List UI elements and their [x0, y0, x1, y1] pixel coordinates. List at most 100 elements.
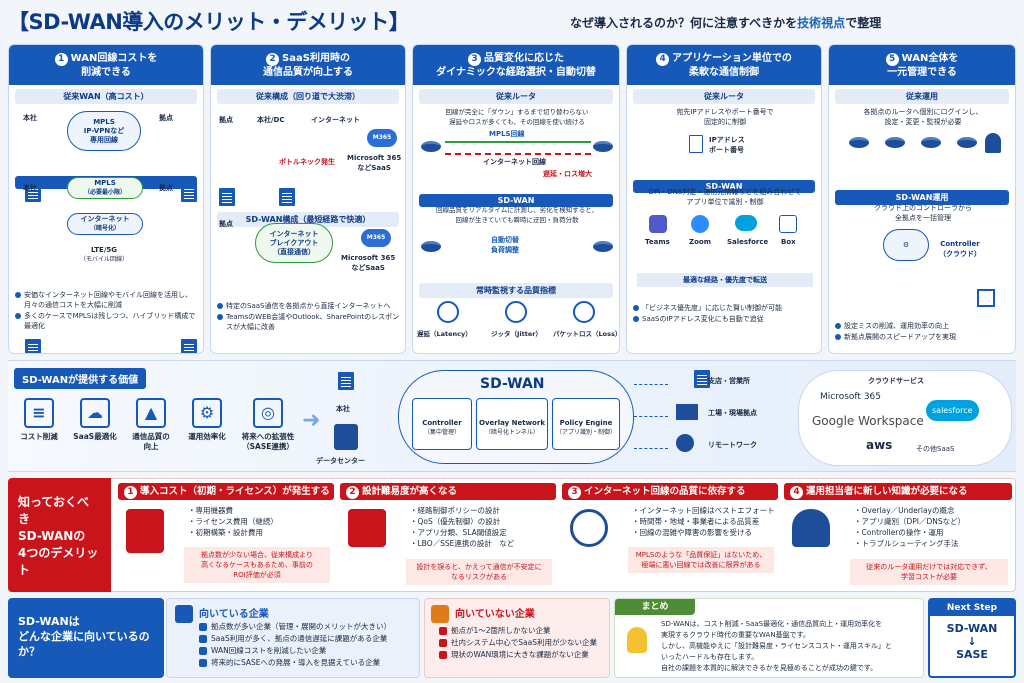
policy-box: Policy Engine（アプリ識別・制御）: [552, 398, 620, 450]
overlay-box: Overlay Network（暗号化トンネル）: [476, 398, 548, 450]
merit-1-bullets: 安価なインターネット回線やモバイル回線を活用し、月々の通信コストを大幅に削減多く…: [15, 290, 199, 332]
router-icon-left: [421, 141, 441, 152]
box-icon: [779, 215, 797, 233]
merit-1-title-line2: 削減できる: [81, 66, 131, 78]
merit-1-number: 1: [54, 52, 68, 66]
value-quality: ▲通信品質の 向上: [124, 398, 178, 452]
router-icon-d: [957, 137, 977, 148]
merit-2-section-sdwan: SD-WAN構成（最短経路で快適）: [217, 212, 399, 227]
m365-icon: M365: [367, 129, 397, 147]
router-icon-a: [849, 137, 869, 148]
m365-label: Microsoft 365 などSaaS: [347, 154, 402, 172]
demerit-2-title: 設計難易度が高くなる: [362, 486, 458, 497]
summary-text: SD-WANは、コスト削減・SaaS最適化・通信品質向上・運用効率化を 実現する…: [661, 620, 892, 672]
demerit-3-item-1: ・インターネット回線はベストエフォート: [632, 506, 775, 515]
mpls-min-sub: （必要最小限）: [83, 189, 126, 196]
merit-3-section-sdwan: SD-WAN: [419, 194, 613, 207]
demerit-3-list: ・インターネット回線はベストエフォート・時間帯・地域・事業者による品質差・回線の…: [632, 505, 775, 538]
router-icon-left-2: [421, 241, 441, 252]
sdwan-cloud-title: SD-WAN: [480, 376, 545, 392]
value-cost-label: コスト削減: [20, 432, 58, 441]
bad-fit-item-2: 社内システム中心でSaaS利用が少ない企業: [439, 637, 597, 649]
good-fit-item-2: SaaS利用が多く、拠点の通信遅延に課題がある企業: [199, 633, 391, 645]
teams-icon: [649, 215, 667, 233]
metric-jitter: ジッタ（Jitter）: [491, 330, 542, 338]
metric-latency: 遅延（Latency）: [417, 330, 472, 338]
remote-worker-icon: [676, 434, 694, 452]
sdwan-router-text: 回線品質をリアルタイムに計測し、劣化を検知すると、 回線が生きていても瞬時に迂回…: [435, 206, 599, 224]
merit-1-bullet-1: 安価なインターネット回線やモバイル回線を活用し、月々の通信コストを大幅に削減: [15, 290, 199, 310]
value-ops: ⚙運用効率化: [180, 398, 234, 442]
lightbulb-icon: [627, 627, 647, 653]
merit-3-number: 3: [468, 52, 481, 66]
internet-line-label: インターネット回線: [483, 158, 546, 166]
packet-loss-icon: [573, 301, 595, 323]
dc-label: 本社/DC: [257, 116, 285, 124]
merit-1-section-legacy: 従来WAN（高コスト）: [15, 89, 197, 104]
cost-calculator-icon: [126, 509, 164, 553]
merit-2-bullet-2: TeamsのWEB会議やOutlook、SharePointのレスポンスが大幅に…: [217, 312, 401, 332]
merit-1-bullet-2: 多くのケースでMPLSは残しつつ、ハイブリッド構成で最適化: [15, 311, 199, 331]
link-factory: [634, 416, 668, 417]
hq-building-icon: [25, 184, 41, 202]
merit-5-number: 5: [885, 52, 899, 66]
jitter-icon: [505, 301, 527, 323]
branch-label-2: 拠点: [159, 184, 173, 192]
demerit-3-item-2: ・時間帯・地域・事業者による品質差: [632, 517, 760, 526]
demerit-3-title: インターネット回線の品質に依存する: [584, 486, 746, 497]
thumbs-up-icon: [175, 605, 193, 623]
controller-box-sub: （集中管理）: [423, 429, 460, 436]
demerit-3-number: 3: [568, 486, 581, 499]
zoom-icon: [691, 215, 709, 233]
globe-shield-icon: ◎: [253, 398, 283, 428]
merit-2-title-line1: SaaS利用時の: [282, 52, 350, 64]
salesforce-icon: [735, 215, 757, 231]
next-step-to: SASE: [956, 648, 988, 661]
lte-label: LTE/5G（モバイル回線）: [69, 245, 139, 265]
demerit-1-item-3: ・初期構築・設計費用: [188, 528, 263, 537]
ip-port-label: IPアドレス ポート番号: [709, 136, 745, 154]
demerit-2-item-1: ・経路制御ポリシーの設計: [410, 506, 500, 515]
saas-salesforce: salesforce: [926, 400, 979, 421]
merit-4-title-line2: 柔軟な通信制御: [689, 66, 759, 78]
suitability-title: SD-WANは どんな企業に向いているのか？: [8, 598, 164, 678]
app-salesforce: Salesforce: [727, 238, 769, 246]
branch-building-icon: [219, 188, 235, 206]
app-box: Box: [781, 238, 796, 246]
demerit-1-note: 拠点数が少ない場合、従来構成より 高くなるケースもあるため、事前の ROI評価が…: [184, 547, 330, 583]
bottleneck-label: ボトルネック発生: [279, 158, 335, 166]
internet-sub: （暗号化）: [89, 225, 120, 232]
value-title: SD-WANが提供する価値: [14, 368, 147, 389]
dc-building-icon: [279, 188, 296, 206]
bad-fit-title: 向いていない企業: [455, 609, 535, 620]
next-step-panel: Next Step SD-WAN ↓ SASE: [928, 598, 1016, 678]
cloud-upload-icon: ☁: [80, 398, 110, 428]
bad-fit-item-3: 現状のWAN環境に大きな課題がない企業: [439, 649, 597, 661]
merit-2-number: 2: [266, 52, 280, 66]
dc-node-label: データセンター: [316, 457, 365, 465]
subtitle-post: で整理: [845, 16, 882, 30]
home-icon: [977, 289, 995, 307]
merit-3-title-line2: ダイナミックな経路選択・自動切替: [436, 66, 596, 78]
metric-loss: パケットロス（Loss）: [553, 330, 620, 338]
demerit-1-number: 1: [124, 486, 137, 499]
merit-3-section-legacy: 従来ルータ: [419, 89, 613, 104]
good-fit-item-1: 拠点数が多い企業（管理・展開のメリットが大きい）: [199, 621, 391, 633]
policy-box-sub: （アプリ識別・制御）: [555, 429, 616, 436]
branch-office-icon: [694, 370, 711, 388]
controller-label: Controller （クラウド）: [939, 240, 981, 258]
merit-2-section-legacy: 従来構成（回り道で大渋滞）: [217, 89, 399, 104]
merit-4-title-line1: アプリケーション単位での: [672, 52, 792, 64]
demerit-4-item-1: ・Overlay／Underlayの概念: [854, 506, 955, 515]
saas-other: その他SaaS: [916, 445, 955, 453]
merit-4-bullet-1: 「ビジネス優先度」に応じた賢い制御が可能: [633, 303, 817, 313]
app-teams: Teams: [645, 238, 670, 246]
